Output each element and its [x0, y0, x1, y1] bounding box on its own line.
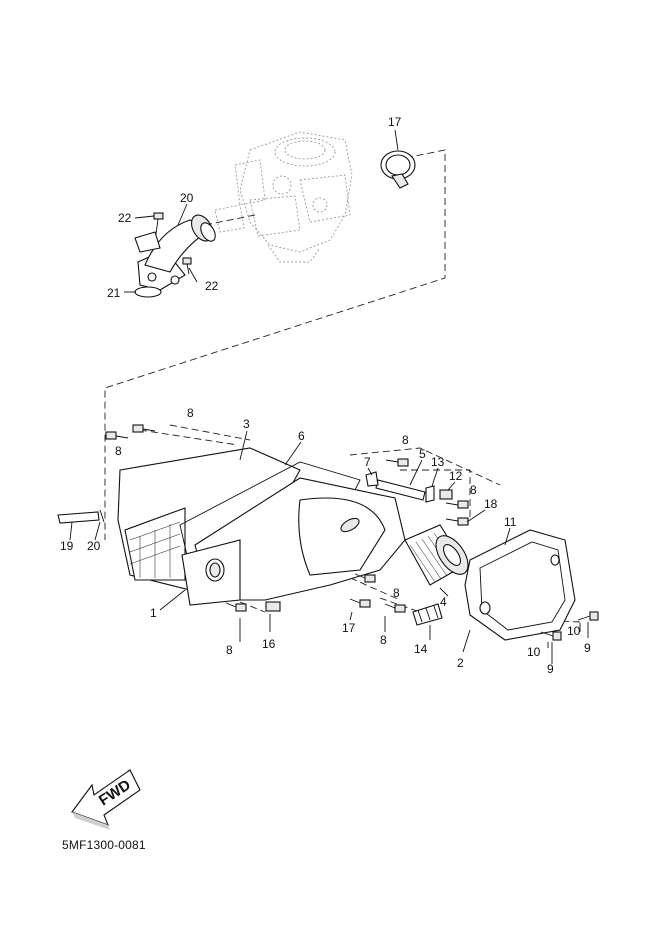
- carburetor-reference: [214, 131, 353, 263]
- plate-14: [412, 603, 443, 626]
- callout-8f: 8: [380, 633, 387, 647]
- callout-12: 12: [449, 469, 463, 483]
- bolt-8a: [132, 424, 156, 433]
- callout-22a: 22: [118, 211, 132, 225]
- drain-hose: [57, 511, 100, 524]
- bolt-8g: [225, 602, 247, 612]
- callout-8c: 8: [402, 433, 409, 447]
- callout-10b: 10: [527, 645, 541, 659]
- callout-8g: 8: [226, 643, 233, 657]
- callout-15: 16: [262, 637, 276, 651]
- callout-2: 2: [457, 656, 464, 670]
- callout-8e: 8: [393, 586, 400, 600]
- callout-11: 11: [504, 515, 517, 529]
- callout-8b: 8: [115, 444, 122, 458]
- callout-22b: 22: [205, 279, 219, 293]
- callout-17a: 18: [484, 497, 498, 511]
- bolt-9a: [577, 611, 599, 621]
- callout-5: 5: [419, 447, 426, 461]
- bolt-8b: [105, 431, 129, 440]
- clip-19: [99, 509, 105, 523]
- air-cleaner-cover: [464, 529, 576, 641]
- leader-lines: [69, 129, 589, 664]
- screw-22-upper: [153, 212, 164, 235]
- callout-3: 3: [243, 417, 250, 431]
- bolt-8e: [354, 573, 376, 583]
- air-cleaner-case-front: [181, 477, 406, 606]
- bolt-17b: [349, 598, 371, 608]
- bolt-9b: [540, 631, 562, 641]
- callout-8a: 8: [187, 406, 194, 420]
- bolt-8f: [384, 603, 406, 613]
- air-cleaner-case-rear: [117, 447, 301, 591]
- bolt-17a: [445, 517, 469, 526]
- hose-clamp: [380, 150, 416, 189]
- hose-clip-13: [425, 485, 435, 503]
- plug-12: [439, 489, 453, 500]
- callout-17b: 17: [342, 621, 356, 635]
- callout-8d: 8: [470, 483, 477, 497]
- callout-20: 20: [180, 191, 194, 205]
- assembly-guide-lines: [104, 149, 581, 623]
- callout-13: 13: [431, 455, 445, 469]
- screw-22-lower: [182, 257, 192, 275]
- o-ring: [134, 286, 162, 298]
- bolt-8d: [445, 500, 469, 509]
- callout-10a: 10: [567, 624, 581, 638]
- callout-9a: 9: [584, 641, 591, 655]
- callout-labels: 17 20 22 21 22 8 3 6 8 8 7 5 13 12 8 18 …: [60, 115, 591, 676]
- air-filter-element: [404, 524, 469, 586]
- callout-7: 7: [364, 455, 371, 469]
- diagram-code: 5MF1300-0081: [62, 838, 146, 852]
- bolt-8c: [385, 458, 409, 467]
- hose-clip-7: [365, 471, 379, 487]
- forward-arrow-icon: FWD: [71, 769, 141, 830]
- callout-9b: 9: [547, 662, 554, 676]
- callout-14: 14: [414, 642, 428, 656]
- callout-4: 4: [440, 595, 447, 609]
- callout-1: 1: [150, 606, 157, 620]
- callout-18: 19: [60, 539, 74, 553]
- callout-16: 17: [388, 115, 402, 129]
- callout-19: 20: [87, 539, 101, 553]
- callout-21: 21: [107, 286, 121, 300]
- intake-joint: [134, 214, 216, 291]
- callout-6: 6: [298, 429, 305, 443]
- clip-15: [265, 601, 281, 612]
